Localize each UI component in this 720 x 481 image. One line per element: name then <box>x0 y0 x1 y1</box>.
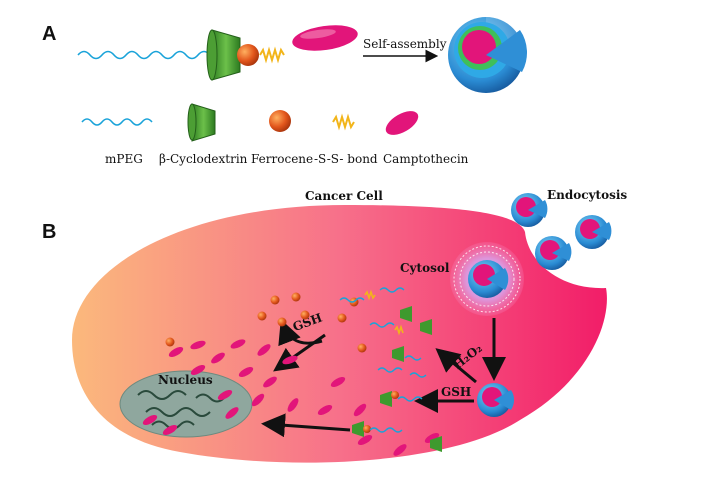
released-micelle-icon <box>477 383 515 417</box>
legend-ferrocene-icon <box>269 110 291 132</box>
endocytosis-label: Endocytosis <box>547 188 627 202</box>
panel-b-letter: B <box>42 221 56 243</box>
legend-mpeg-icon <box>81 118 153 126</box>
ferrocene-icon <box>237 44 259 66</box>
disulfide-bond-icon <box>259 46 285 64</box>
legend-ferrocene-label: Ferrocene <box>251 152 313 166</box>
cytosol-label: Cytosol <box>400 261 450 275</box>
external-micelle-icon <box>511 193 612 270</box>
gsh-top-curved-arrow <box>278 319 323 347</box>
nucleus-label: Nucleus <box>158 373 213 387</box>
camptothecin-scatter <box>142 339 440 456</box>
legend-camptothecin-label: Camptothecin <box>383 152 469 166</box>
legend-disulfide-label: -S-S- bond <box>314 152 378 166</box>
self-assembly-label: Self-assembly <box>363 37 447 51</box>
gsh-right-label: GSH <box>441 385 471 399</box>
legend-camptothecin-icon <box>385 111 419 135</box>
conjugate-fragments <box>339 287 442 452</box>
mpeg-chain-icon <box>77 50 211 60</box>
camptothecin-icon <box>292 25 358 51</box>
legend-disulfide-icon <box>332 113 355 131</box>
panel-a-letter: A <box>42 23 56 45</box>
h2o2-arrow <box>435 348 477 384</box>
cancer-cell-label: Cancer Cell <box>305 189 383 203</box>
endosome-icon <box>450 242 524 316</box>
ferrocene-scatter <box>165 292 367 353</box>
micelle-icon <box>448 17 528 93</box>
legend-cyclodextrin-label: β-Cyclodextrin <box>159 152 248 166</box>
to-nucleus-arrow <box>261 413 351 438</box>
legend-mpeg-label: mPEG <box>105 152 143 166</box>
